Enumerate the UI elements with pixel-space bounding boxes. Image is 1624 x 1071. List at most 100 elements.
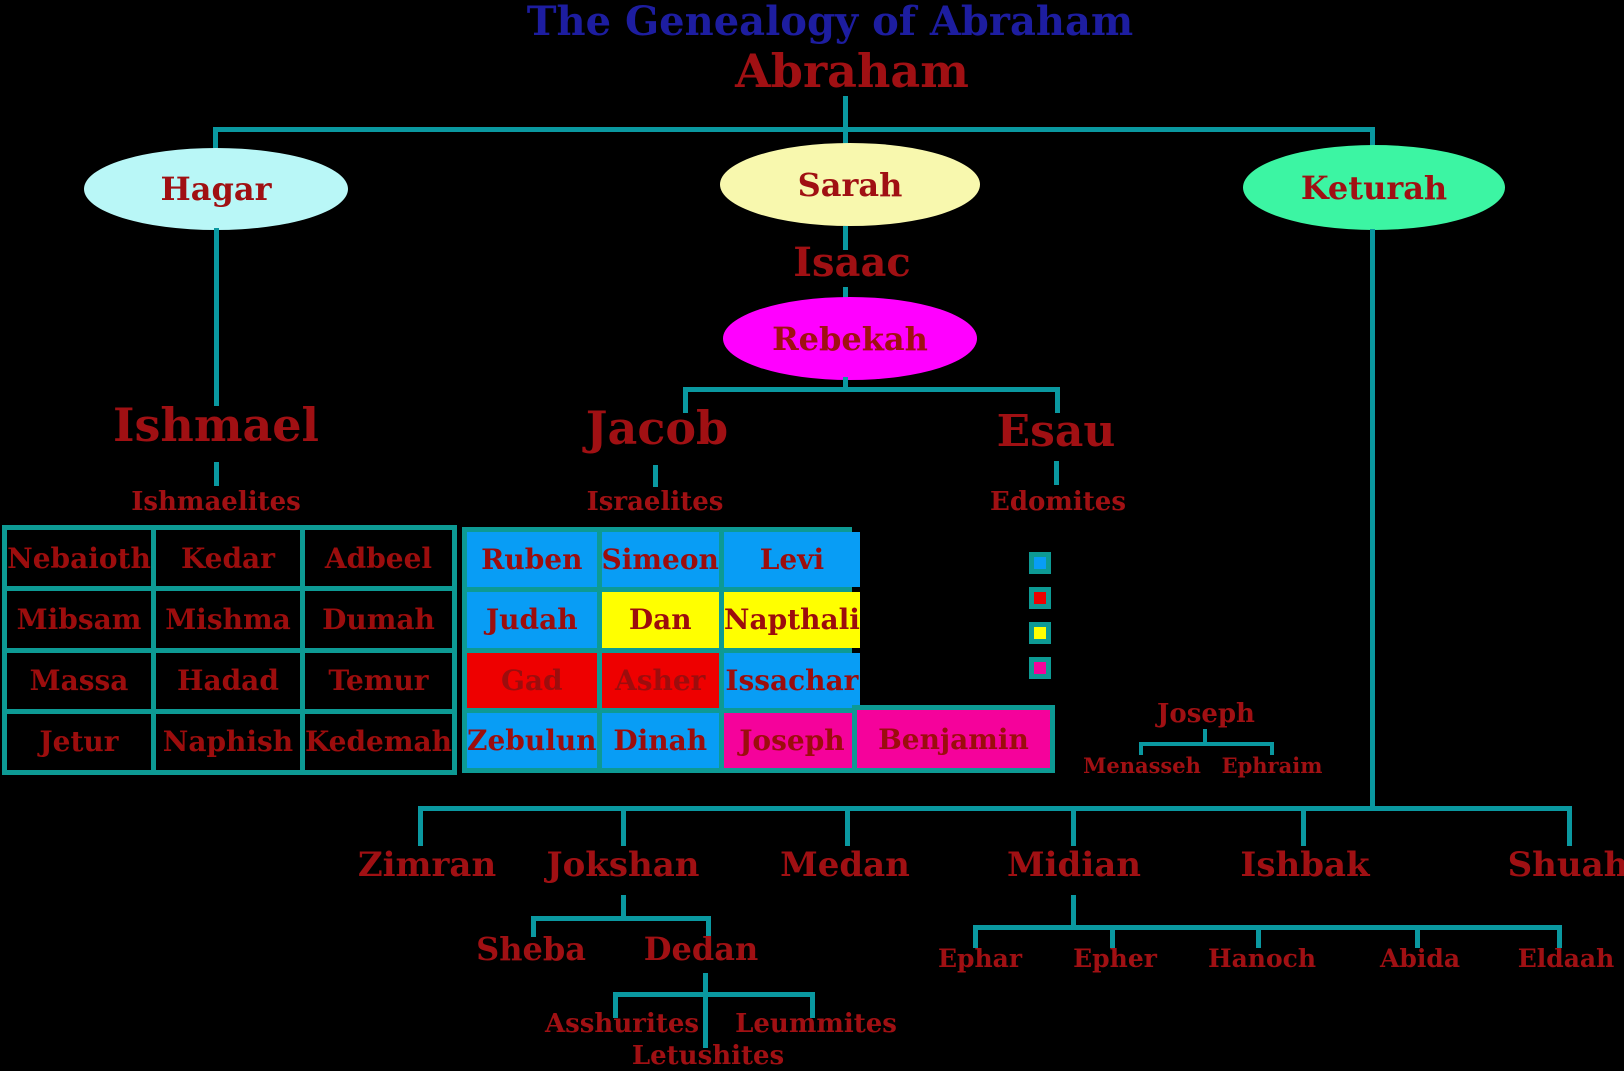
menasseh-label: Menasseh	[1083, 753, 1201, 778]
benjamin-cell: Benjamin	[852, 705, 1055, 773]
table-cell: Naphish	[155, 713, 300, 770]
zimran-label: Zimran	[357, 845, 497, 885]
jacob-children-table: Ruben Simeon Levi Judah Dan Napthali Gad…	[462, 527, 860, 773]
shuah-label: Shuah	[1507, 845, 1624, 885]
israelites-label: Israelites	[586, 487, 724, 517]
connector-midian-down	[1071, 895, 1076, 928]
connector-rebekah-drop	[843, 377, 848, 390]
table-cell: Judah	[467, 592, 597, 648]
table-cell: Nebaioth	[7, 530, 151, 587]
connector-esau-edomites	[1054, 461, 1059, 485]
connector-ephraim-drop	[1270, 742, 1274, 755]
asshurites-label: Asshurites	[544, 1009, 700, 1039]
rebekah-ellipse: Rebekah	[723, 297, 977, 380]
hagar-ellipse: Hagar	[84, 148, 348, 230]
keturah-label: Keturah	[1300, 168, 1448, 207]
connector-midian-drop	[1071, 806, 1076, 846]
connector-medan-drop	[845, 806, 850, 846]
connector-dedan-down	[703, 973, 708, 1048]
connector-eldaah-drop	[1557, 925, 1562, 948]
connector-wives-bracket	[213, 127, 1375, 132]
legend-swatch-red	[1029, 587, 1051, 609]
connector-menasseh-drop	[1139, 742, 1143, 755]
jokshan-label: Jokshan	[546, 845, 700, 885]
dedan-label: Dedan	[643, 930, 759, 968]
sarah-ellipse: Sarah	[720, 143, 980, 226]
table-cell: Mishma	[155, 591, 300, 648]
page-title: The Genealogy of Abraham	[526, 0, 1134, 45]
table-cell: Kedemah	[304, 713, 452, 770]
table-cell: Zebulun	[467, 712, 597, 768]
connector-keturah-sons-bracket	[418, 806, 1572, 811]
table-cell: Levi	[723, 532, 860, 588]
table-cell: Mibsam	[7, 591, 151, 648]
hanoch-label: Hanoch	[1207, 944, 1317, 973]
table-cell: Hadad	[155, 652, 300, 709]
table-cell: Jetur	[7, 713, 151, 770]
table-cell: Asher	[601, 652, 719, 708]
ishbak-label: Ishbak	[1240, 845, 1370, 885]
table-cell: Ruben	[467, 532, 597, 588]
esau-label: Esau	[996, 406, 1116, 457]
connector-sarah-drop	[843, 127, 848, 147]
hagar-label: Hagar	[160, 170, 272, 208]
connector-keturah-drop	[1370, 127, 1375, 149]
connector-leummites-drop	[810, 992, 815, 1018]
rebekah-label: Rebekah	[772, 319, 928, 358]
table-cell: Adbeel	[304, 530, 452, 587]
legend-swatch-yellow	[1029, 622, 1051, 644]
connector-hanoch-drop	[1256, 925, 1261, 948]
table-cell: Napthali	[723, 592, 860, 648]
connector-abraham-drop	[843, 96, 848, 129]
keturah-ellipse: Keturah	[1243, 145, 1505, 230]
connector-midian-sons-bracket	[973, 925, 1562, 930]
connector-esau-drop	[1055, 387, 1060, 413]
epher-label: Epher	[1073, 944, 1157, 973]
connector-jacob-israelites	[653, 465, 658, 487]
sheba-label: Sheba	[476, 930, 586, 968]
table-cell: Dumah	[304, 591, 452, 648]
abida-label: Abida	[1379, 944, 1461, 973]
letushites-label: Letushites	[631, 1041, 785, 1071]
connector-jokshan-sons-bracket	[531, 916, 711, 921]
connector-dedan-sons-bracket	[613, 992, 815, 997]
edomites-label: Edomites	[990, 487, 1126, 517]
legend-swatch-pink	[1029, 657, 1051, 679]
connector-jacob-drop	[683, 387, 688, 413]
connector-isaac-rebekah	[843, 287, 848, 299]
table-cell: Dan	[601, 592, 719, 648]
connector-ishmael-ishmaelites	[214, 462, 219, 486]
connector-jokshan-drop	[621, 806, 626, 846]
connector-epher-drop	[1110, 925, 1115, 948]
connector-hagar-ishmael	[214, 228, 219, 406]
connector-dedan-drop	[706, 916, 711, 937]
connector-jacob-esau-bracket	[683, 387, 1060, 392]
jacob-label: Jacob	[585, 401, 729, 455]
table-cell: Dinah	[601, 712, 719, 768]
ephar-label: Ephar	[937, 944, 1023, 973]
connector-keturah-long-drop	[1370, 229, 1375, 808]
medan-label: Medan	[780, 845, 910, 885]
joseph-label: Joseph	[1157, 699, 1255, 729]
eldaah-label: Eldaah	[1517, 944, 1615, 973]
leummites-label: Leummites	[735, 1009, 897, 1039]
connector-shuah-drop	[1567, 806, 1572, 846]
ishmaelites-label: Ishmaelites	[131, 487, 301, 517]
connector-ephar-drop	[973, 925, 978, 948]
table-cell: Massa	[7, 652, 151, 709]
connector-abida-drop	[1415, 925, 1420, 948]
connector-sheba-drop	[531, 916, 536, 937]
connector-asshurites-drop	[613, 992, 618, 1018]
legend-swatch-blue	[1029, 552, 1051, 574]
connector-jokshan-down	[621, 895, 626, 921]
connector-joseph-drop	[1203, 729, 1207, 744]
connector-sarah-isaac	[843, 226, 848, 250]
connector-joseph-sons-bracket	[1139, 742, 1274, 746]
table-cell: Kedar	[155, 530, 300, 587]
table-cell: Issachar	[723, 652, 860, 708]
isaac-label: Isaac	[793, 239, 911, 286]
table-cell: Simeon	[601, 532, 719, 588]
connector-zimran-drop	[418, 806, 423, 846]
ishmael-sons-table: Nebaioth Kedar Adbeel Mibsam Mishma Duma…	[2, 525, 457, 775]
